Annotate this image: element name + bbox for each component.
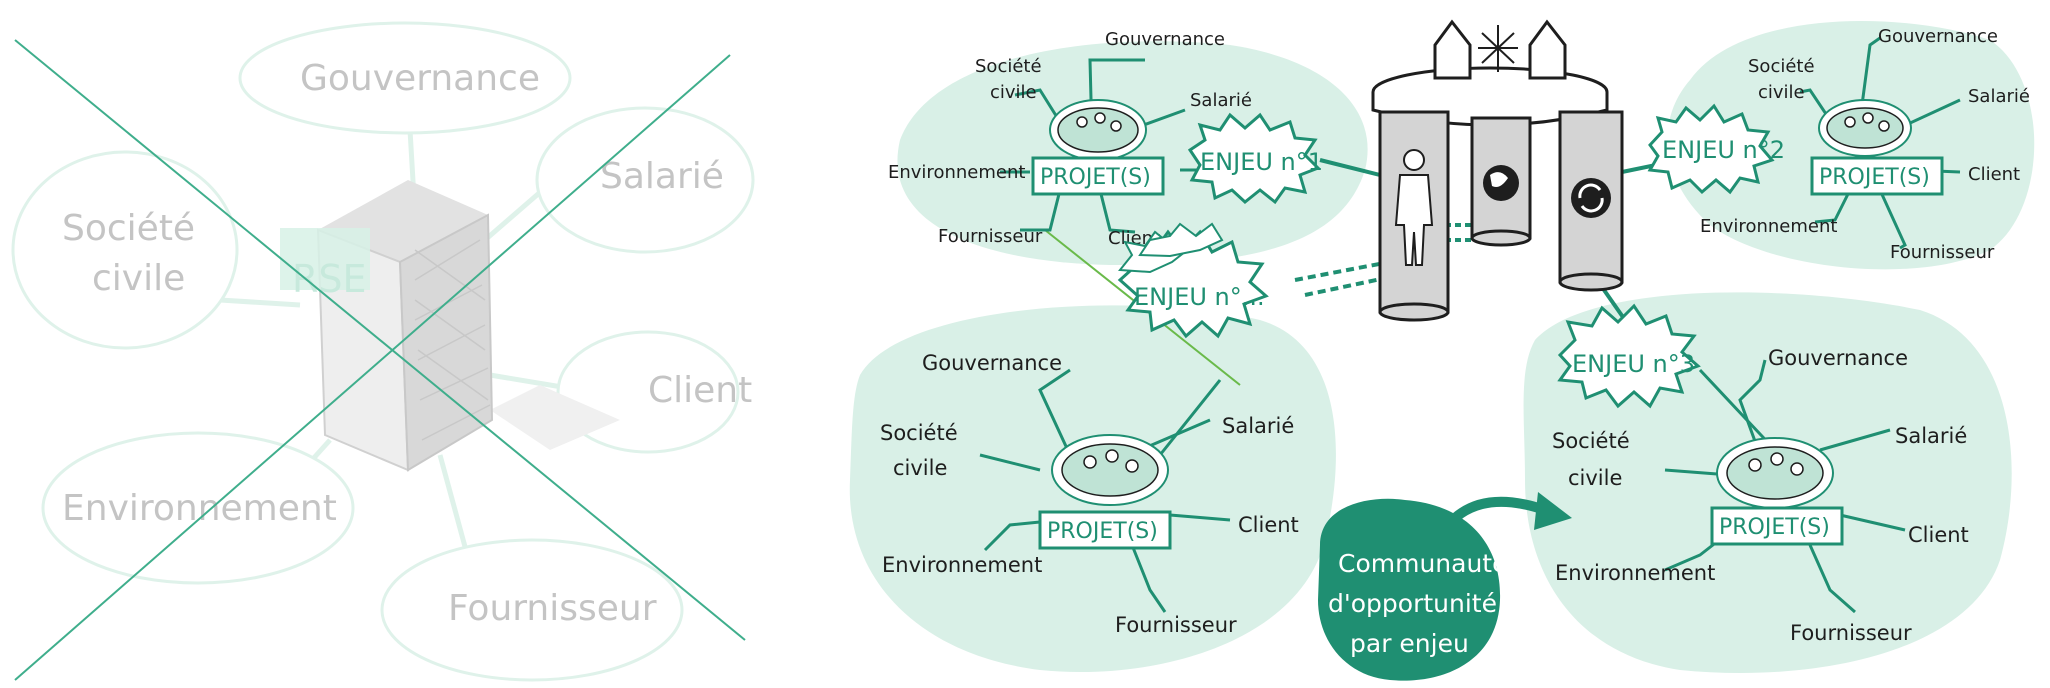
community-line-2: d'opportunité <box>1328 589 1497 618</box>
project-label-4: PROJET(S) <box>1719 515 1830 540</box>
branch-bubble-fournisseur <box>380 538 684 682</box>
spark-icon <box>1478 25 1518 72</box>
stakeholder-fournisseur-3: Fournisseur <box>1115 613 1237 637</box>
rse-label: RSE <box>292 257 367 301</box>
stakeholder-gouvernance-3: Gouvernance <box>922 351 1062 375</box>
branch-bubble-gouvernance <box>238 21 572 135</box>
cross-line-1 <box>14 39 746 641</box>
branch-bubble-societe-civile <box>11 150 239 350</box>
project-hub-3: PROJET(S) <box>1038 434 1172 550</box>
branch-bubble-environnement <box>41 431 355 585</box>
cluster-blob-1 <box>897 41 1368 266</box>
pillar-economy <box>1558 110 1624 292</box>
faded-label-client: Client <box>648 370 752 411</box>
stakeholder-salarie-1: Salarié <box>1190 90 1252 111</box>
faded-label-societe: Société <box>62 208 195 249</box>
enjeu-ghost-bursts <box>1118 222 1224 274</box>
faded-label-environnement: Environnement <box>62 488 337 529</box>
stakeholder-societe-4: Société <box>1552 429 1630 453</box>
pillar-social <box>1378 110 1450 322</box>
community-line-1: Communauté <box>1338 549 1508 578</box>
stakeholder-environnement-4: Environnement <box>1555 561 1715 585</box>
stakeholder-salarie-4: Salarié <box>1895 424 1967 448</box>
stakeholder-civile-3: civile <box>893 456 947 480</box>
stakeholder-salarie-3: Salarié <box>1222 414 1294 438</box>
stakeholder-societe-2: Société <box>1748 56 1815 77</box>
enjeu-label-2: ENJEU n°2 <box>1662 136 1785 164</box>
cluster-2: PROJET(S) ENJEU n°2 Gouvernance Société … <box>1647 26 2030 263</box>
cross-line-2 <box>14 54 731 681</box>
cluster-3: PROJET(S) ENJEU n°... Gouvernance Sociét… <box>880 222 1299 637</box>
enjeu-label-4: ENJEU n°3 <box>1572 350 1695 378</box>
project-label-3: PROJET(S) <box>1047 519 1158 544</box>
branch-bubble-salarie <box>535 106 755 254</box>
stakeholder-societe-3: Société <box>880 421 958 445</box>
project-hub-1: PROJET(S) <box>1031 99 1165 196</box>
community-callout: Communauté d'opportunité par enjeu <box>1318 492 1572 681</box>
stakeholder-civile-2: civile <box>1758 82 1805 103</box>
pillars-temple <box>1371 19 1624 322</box>
stakeholder-civile-1: civile <box>990 82 1037 103</box>
right-panel-new-model: PROJET(S) ENJEU n°1 Gouvernance Société … <box>849 19 2035 681</box>
stakeholder-client-3: Client <box>1238 513 1299 537</box>
stakeholder-gouvernance-2: Gouvernance <box>1878 26 1998 47</box>
stakeholder-client-2: Client <box>1968 164 2020 185</box>
project-label-1: PROJET(S) <box>1040 165 1151 190</box>
enjeu-burst-1: ENJEU n°1 <box>1187 112 1323 205</box>
stakeholder-gouvernance-1: Gouvernance <box>1105 29 1225 50</box>
enjeu-burst-2: ENJEU n°2 <box>1647 103 1785 195</box>
faded-label-civile: civile <box>92 258 185 299</box>
community-bubble <box>1318 498 1501 681</box>
enjeu-label-3: ENJEU n°... <box>1134 283 1265 311</box>
stakeholder-client-4: Client <box>1908 523 1969 547</box>
stakeholder-fournisseur-1: Fournisseur <box>938 226 1043 247</box>
person-icon <box>1394 149 1434 266</box>
stakeholder-environnement-1: Environnement <box>888 162 1025 183</box>
stakeholder-fournisseur-2: Fournisseur <box>1890 242 1995 263</box>
faded-label-fournisseur: Fournisseur <box>448 588 657 629</box>
cluster-4: PROJET(S) ENJEU n°3 Gouvernance Société … <box>1552 303 1969 645</box>
stakeholder-societe-1: Société <box>975 56 1042 77</box>
community-line-3: par enjeu <box>1350 629 1469 658</box>
project-label-2: PROJET(S) <box>1819 165 1930 190</box>
project-hub-2: PROJET(S) <box>1810 99 1944 196</box>
faded-label-salarie: Salarié <box>600 156 724 197</box>
project-hub-4: PROJET(S) <box>1710 437 1844 546</box>
enjeu-label-1: ENJEU n°1 <box>1200 148 1323 176</box>
stakeholder-fournisseur-4: Fournisseur <box>1790 621 1912 645</box>
houses-icon <box>1433 19 1567 80</box>
stakeholder-environnement-3: Environnement <box>882 553 1042 577</box>
enjeu-burst-4: ENJEU n°3 <box>1557 303 1701 409</box>
pillar-environment <box>1470 116 1532 247</box>
left-panel-old-model: RSE Gouvernance Salarié Société civile C… <box>11 21 755 682</box>
stakeholder-environnement-2: Environnement <box>1700 216 1837 237</box>
stakeholder-civile-4: civile <box>1568 466 1622 490</box>
cycle-icon <box>1571 178 1611 218</box>
stakeholder-gouvernance-4: Gouvernance <box>1768 346 1908 370</box>
stakeholder-salarie-2: Salarié <box>1968 86 2030 107</box>
faded-label-gouvernance: Gouvernance <box>300 58 540 99</box>
